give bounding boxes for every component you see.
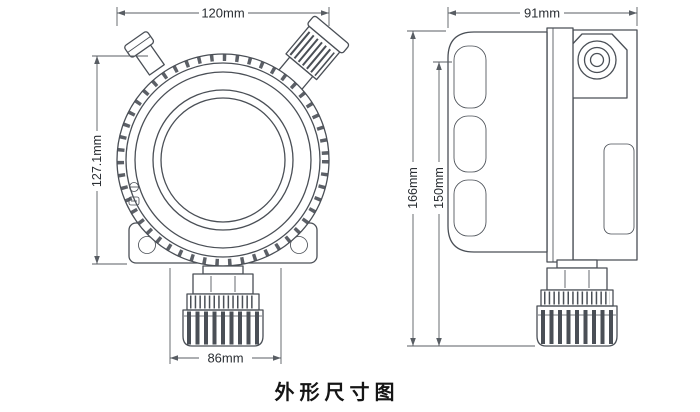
arrowhead-icon <box>436 338 442 346</box>
sensor-filter-cap <box>182 309 264 347</box>
arrowhead-icon <box>94 56 100 64</box>
lens-inner <box>160 97 286 223</box>
arrowhead-icon <box>117 10 125 16</box>
boss-ring-inner <box>589 52 605 68</box>
lens-outer <box>152 89 294 231</box>
conduit-detail-line <box>127 36 151 53</box>
dimension-overall-height: 166mm <box>406 30 535 347</box>
mounting-flange <box>546 27 574 263</box>
grip-rib <box>453 115 487 173</box>
arrowhead-icon <box>273 355 281 361</box>
cover-side-profile <box>447 31 548 253</box>
front-view <box>116 15 350 347</box>
drawing-title: 外形尺寸图 <box>275 380 400 404</box>
sensor-filter-cap <box>536 305 618 347</box>
dimension-label: 86mm <box>207 351 243 366</box>
certification-marks <box>128 182 140 206</box>
top-cap-head <box>307 15 350 54</box>
sensor-collar <box>556 259 598 269</box>
dimension-label: 150mm <box>432 167 446 209</box>
front-sensor-stack <box>182 265 264 347</box>
dimension-side-width: 91mm <box>447 6 638 28</box>
sensor-collar <box>202 265 244 275</box>
top-cap-knurl <box>289 31 335 77</box>
arrowhead-icon <box>170 355 178 361</box>
housing-grip-notches <box>117 54 329 266</box>
dimension-front-height: 127.1mm <box>90 55 148 265</box>
housing-outer-ring <box>116 53 330 267</box>
arrowhead-icon <box>94 256 100 264</box>
housing-face-ring <box>134 71 312 249</box>
grip-rib <box>453 45 487 109</box>
conduit-hub <box>124 31 165 76</box>
arrowhead-icon <box>410 31 416 39</box>
dimension-label: 120mm <box>201 6 244 21</box>
dimension-label: 91mm <box>524 6 560 21</box>
side-view <box>447 27 638 347</box>
sensor-hex-nut <box>192 273 254 295</box>
arrowhead-icon <box>321 10 329 16</box>
dimension-body-height: 150mm <box>432 61 452 346</box>
top-sensor-boss <box>566 33 628 99</box>
arrowhead-icon <box>410 338 416 346</box>
dimension-mount-span: 86mm <box>169 268 282 366</box>
bolt-hole-right <box>290 236 308 254</box>
arrowhead-icon <box>448 10 456 16</box>
side-sensor-stack <box>536 259 618 347</box>
dimension-front-width: 120mm <box>116 6 330 26</box>
terminal-cover-plate <box>603 143 635 235</box>
boss-ring-outer <box>577 40 617 80</box>
dimension-label: 166mm <box>406 167 420 209</box>
boss-ring-middle <box>583 46 611 74</box>
arrowhead-icon <box>436 62 442 70</box>
sensor-hex-nut <box>546 267 608 291</box>
ex-mark-icon <box>128 196 140 206</box>
bolt-hole-left <box>138 236 156 254</box>
arrowhead-icon <box>629 10 637 16</box>
dimension-label: 127.1mm <box>90 135 104 187</box>
grip-rib <box>453 179 487 237</box>
housing-cover-ring <box>125 62 321 258</box>
